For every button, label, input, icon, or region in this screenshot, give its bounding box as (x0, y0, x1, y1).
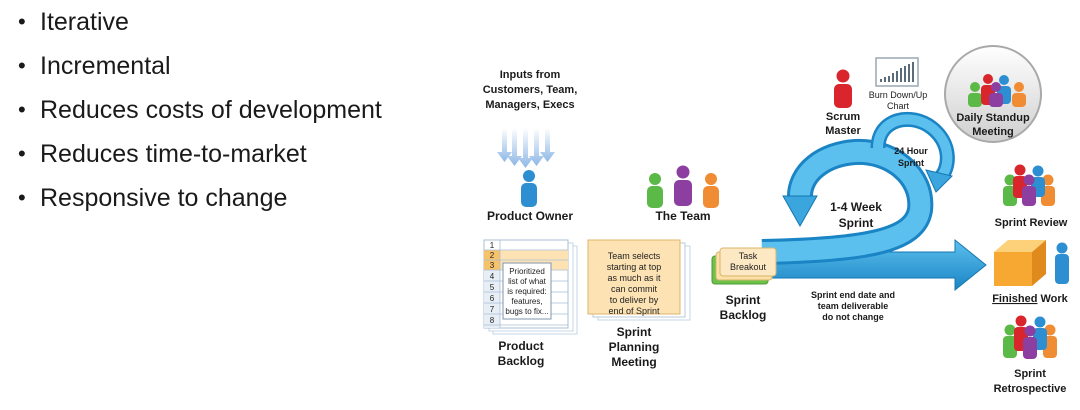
sprint-end-note: Sprint end date and team deliverable do … (811, 290, 895, 322)
product-owner-person-icon (521, 170, 537, 207)
svg-text:8: 8 (490, 316, 495, 325)
svg-text:bugs to fix...: bugs to fix... (505, 307, 548, 316)
task-breakout-cards (711, 247, 777, 285)
svg-text:Sprint: Sprint (839, 216, 874, 230)
svg-text:list of what: list of what (508, 277, 547, 286)
svg-text:end of Sprint: end of Sprint (608, 306, 660, 316)
team-selects-text: Team selects starting at top as much as … (607, 251, 662, 316)
product-backlog-stack: 1 2 3 4 5 6 7 8 Prioritized list of what… (483, 239, 578, 335)
svg-text:Meeting: Meeting (972, 126, 1014, 138)
svg-text:is required:: is required: (507, 287, 547, 296)
bullet-item: Responsive to change (18, 176, 382, 220)
svg-text:Master: Master (825, 125, 861, 137)
svg-text:Sprint end date and: Sprint end date and (811, 290, 895, 300)
bullet-list: Iterative Incremental Reduces costs of d… (18, 0, 382, 220)
svg-text:Managers, Execs: Managers, Execs (485, 99, 574, 111)
finished-work-label: Finished Work (992, 293, 1068, 305)
24-hour-sprint-label: 24 Hour (894, 146, 928, 156)
svg-text:6: 6 (490, 294, 495, 303)
sprint-planning-card (587, 239, 691, 321)
svg-text:starting at top: starting at top (607, 262, 662, 272)
svg-text:5: 5 (490, 283, 495, 292)
svg-text:7: 7 (490, 305, 495, 314)
daily-cycle-loop (870, 111, 955, 193)
svg-text:2: 2 (490, 251, 495, 260)
inputs-arrows (497, 128, 555, 168)
product-owner-label: Product Owner (487, 209, 573, 223)
task-breakout-label: Task (739, 251, 758, 261)
finished-work-box-icon (994, 240, 1069, 286)
sprint-review-label: Sprint Review (995, 217, 1068, 229)
sprint-cycle-loop (761, 138, 934, 265)
team-label: The Team (655, 209, 710, 223)
inputs-label: Inputs from Customers, Team, Managers, E… (483, 69, 578, 111)
svg-text:Chart: Chart (887, 101, 910, 111)
svg-text:Backlog: Backlog (498, 354, 545, 368)
svg-text:as much as it: as much as it (607, 273, 661, 283)
scrum-master-label: Scrum (826, 111, 860, 123)
product-backlog-label: Product (498, 339, 543, 353)
week-sprint-label: 1-4 Week (830, 200, 882, 214)
svg-text:Team selects: Team selects (608, 251, 661, 261)
svg-text:4: 4 (490, 272, 495, 281)
bullet-item: Reduces costs of development (18, 88, 382, 132)
svg-text:Sprint: Sprint (898, 158, 924, 168)
burn-down-label: Burn Down/Up (869, 90, 928, 100)
sprint-retrospective-people-icon (1003, 315, 1057, 359)
svg-text:features,: features, (511, 297, 542, 306)
burn-down-chart-icon (875, 57, 919, 87)
svg-text:Prioritized: Prioritized (509, 267, 545, 276)
daily-standup-label: Daily Standup (956, 112, 1030, 124)
svg-text:Backlog: Backlog (720, 308, 767, 322)
sprint-review-people-icon (1003, 164, 1055, 206)
svg-text:1: 1 (490, 241, 495, 250)
sprint-backlog-label: Sprint (726, 293, 761, 307)
sprint-retrospective-label: Sprint (1014, 368, 1046, 380)
bullet-item: Reduces time-to-market (18, 132, 382, 176)
svg-text:to deliver by: to deliver by (610, 295, 659, 305)
svg-text:can commit: can commit (611, 284, 658, 294)
svg-text:Breakout: Breakout (730, 262, 767, 272)
daily-standup-circle (944, 45, 1042, 143)
svg-text:Meeting: Meeting (611, 355, 656, 369)
scrum-master-person-icon (834, 69, 852, 108)
svg-text:3: 3 (490, 261, 495, 270)
svg-text:Retrospective: Retrospective (994, 383, 1067, 395)
svg-text:team deliverable: team deliverable (818, 301, 889, 311)
bullet-item: Incremental (18, 44, 382, 88)
sprint-planning-label: Sprint (617, 325, 652, 339)
svg-text:Customers, Team,: Customers, Team, (483, 84, 578, 96)
svg-text:Planning: Planning (609, 340, 660, 354)
team-people-icon (647, 165, 719, 208)
svg-text:Inputs from: Inputs from (500, 69, 561, 81)
bullet-item: Iterative (18, 0, 382, 44)
svg-text:do not change: do not change (822, 312, 884, 322)
